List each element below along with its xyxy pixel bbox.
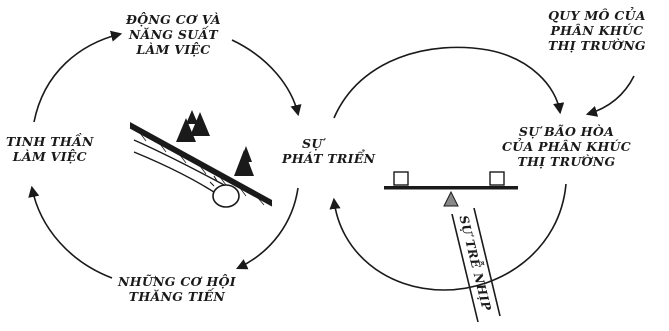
label-advancement-opportunities: NHỮNG CƠ HỘI THĂNG TIẾN bbox=[118, 274, 236, 304]
label-motivation-productivity: ĐỘNG CƠ VÀ NĂNG SUẤT LÀM VIỆC bbox=[126, 12, 221, 57]
loop-arrow-to-saturation bbox=[334, 47, 560, 118]
label-market-saturation: SỰ BÃO HÒA CỦA PHÂN KHÚC THỊ TRƯỜNG bbox=[502, 124, 631, 169]
loop-arrow-to-growth bbox=[232, 40, 298, 114]
balance-seesaw-icon bbox=[384, 172, 518, 206]
label-growth: SỰ PHÁT TRIỂN bbox=[282, 136, 375, 166]
label-market-segment-size: QUY MÔ CỦA PHÂN KHÚC THỊ TRƯỜNG bbox=[548, 8, 646, 53]
downhill-snowball-icon bbox=[130, 110, 272, 207]
loop-arrow-to-motivation bbox=[34, 34, 120, 122]
label-morale: TINH THẦN LÀM VIỆC bbox=[6, 134, 94, 164]
loop-arrow-to-morale bbox=[32, 188, 112, 278]
market-size-arrow bbox=[588, 76, 634, 114]
